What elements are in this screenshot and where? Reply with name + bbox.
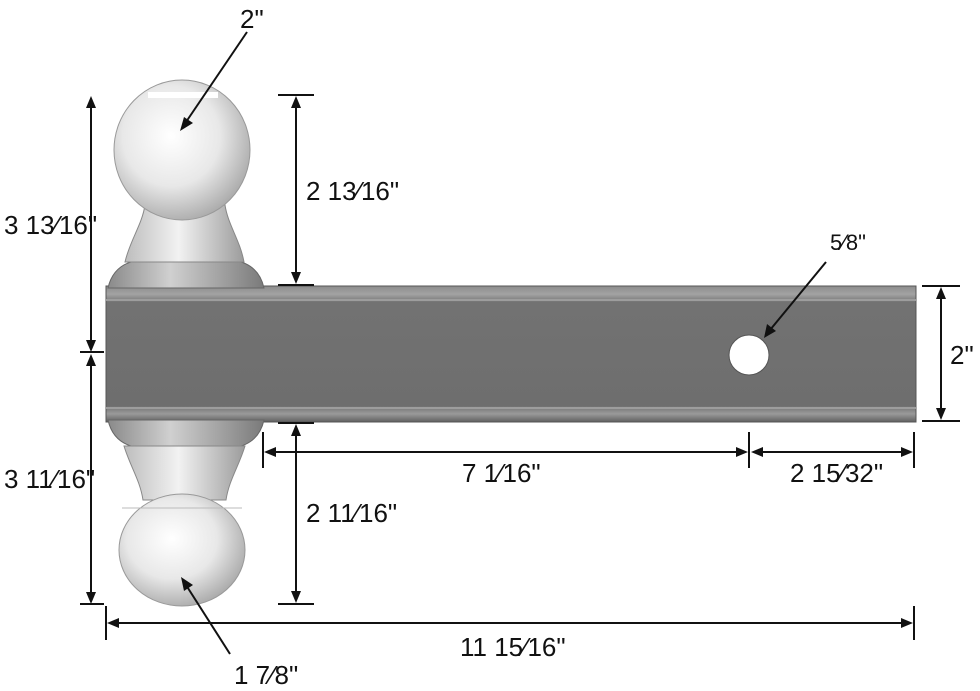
label-bottom-total: 3 11⁄16" <box>4 464 95 494</box>
dim-shank-height <box>922 285 960 422</box>
leader-hole <box>764 261 827 338</box>
label-bottom-ball-diameter: 1 7⁄8" <box>234 660 298 690</box>
label-top-ball-height: 2 13⁄16" <box>306 176 399 206</box>
dim-top-ball <box>278 94 314 286</box>
label-shank-to-hole: 7 1⁄16" <box>462 458 541 488</box>
leader-bottom-ball <box>181 577 231 655</box>
label-top-total: 3 13⁄16" <box>4 210 97 240</box>
shank <box>105 285 917 423</box>
pin-hole <box>728 334 770 376</box>
dim-bottom-ball <box>278 422 314 605</box>
dim-bottom-total <box>80 354 104 605</box>
dim-overall-length <box>105 606 915 640</box>
label-top-ball-diameter: 2" <box>240 4 264 34</box>
dim-hole-to-end <box>751 432 915 468</box>
label-hole-to-end: 2 15⁄32" <box>790 458 883 488</box>
top-ball <box>107 79 265 289</box>
leader-top-ball <box>180 31 248 131</box>
label-hole-diameter: 5⁄8" <box>830 230 866 255</box>
label-bottom-ball-height: 2 11⁄16" <box>306 498 397 528</box>
bottom-ball <box>107 419 265 607</box>
label-shank-height: 2" <box>950 340 974 370</box>
dim-shank-to-hole <box>262 432 750 468</box>
dim-top-total <box>80 96 104 353</box>
label-overall-length: 11 15⁄16" <box>460 632 566 662</box>
